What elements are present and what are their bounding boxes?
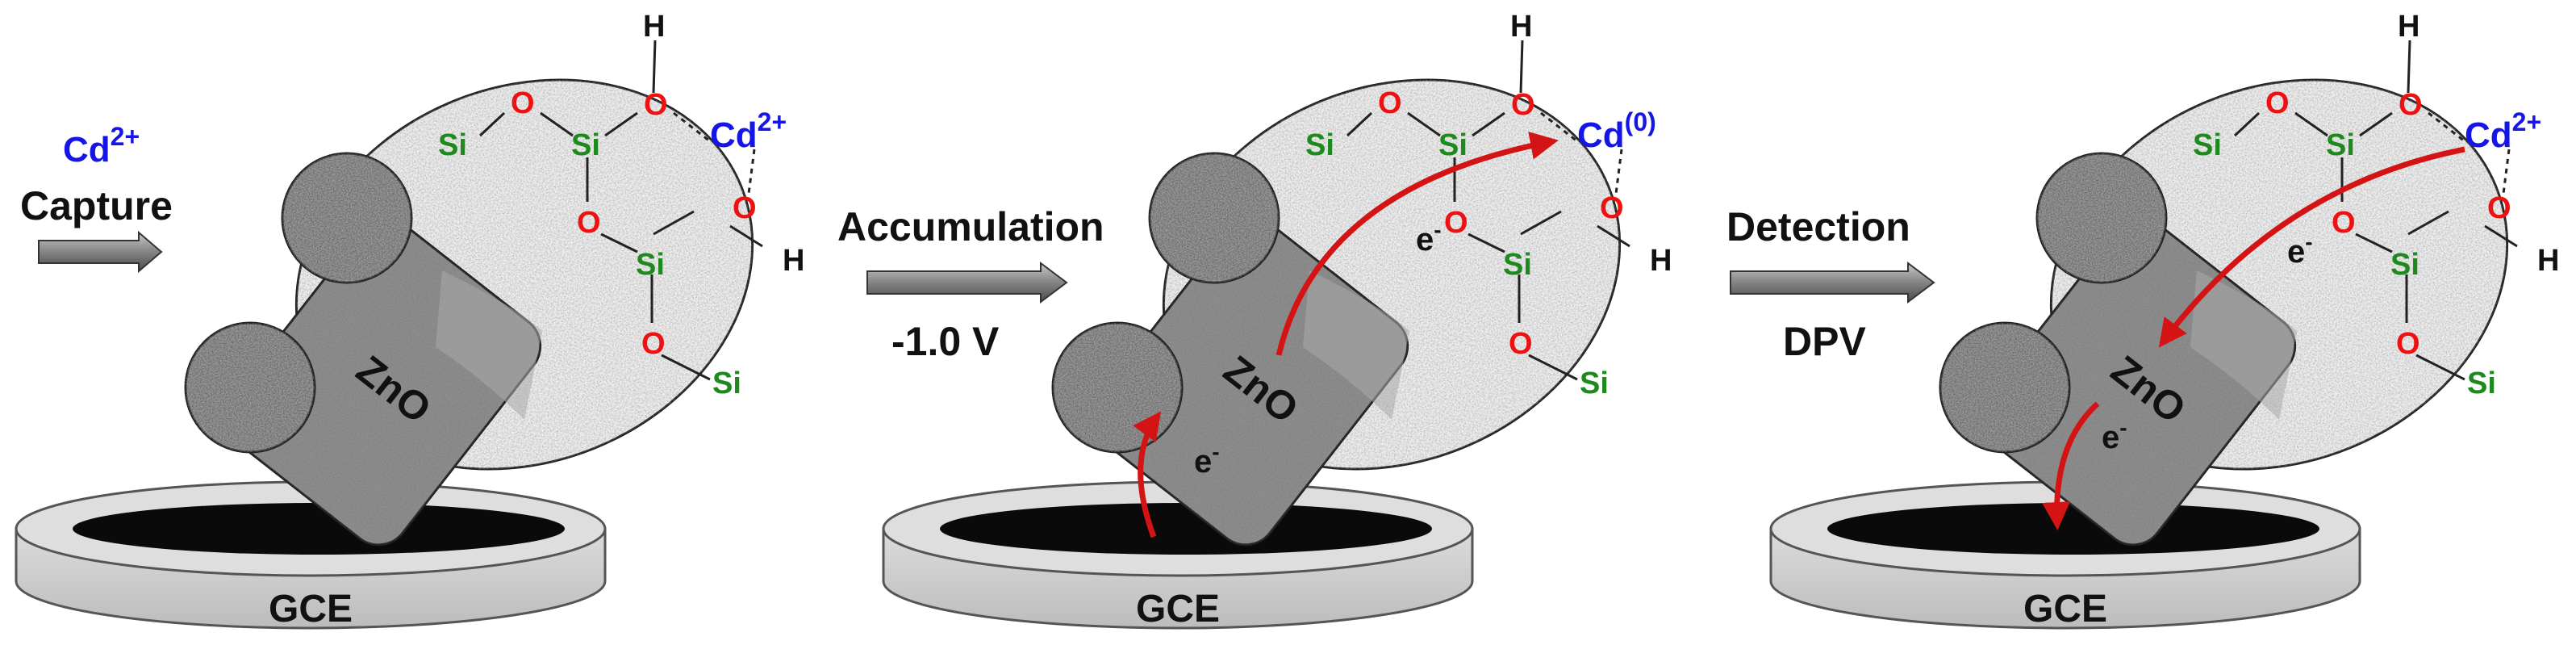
svg-text:Si: Si: [2326, 128, 2355, 162]
svg-text:Si: Si: [1503, 248, 1532, 282]
gce-label: GCE: [2023, 588, 2107, 630]
electron-arrow-from-cd: [2158, 146, 2465, 348]
svg-text:H: H: [2537, 244, 2559, 278]
cd-ion: Cd2+: [2465, 107, 2541, 155]
detection-label: Detection: [1726, 204, 1910, 249]
accumulation-potential: -1.0 V: [891, 319, 1000, 364]
panel-capture: ZnO GCE Si O Si O H O Si O H O Si Cd2+: [16, 10, 812, 630]
svg-text:Si: Si: [636, 248, 665, 282]
svg-text:O: O: [2487, 191, 2511, 225]
svg-text:H: H: [643, 10, 665, 44]
svg-text:O: O: [733, 191, 757, 225]
silanol-structure: Si O Si O H O Si O H O Si Cd2+: [2193, 10, 2559, 400]
svg-text:Si: Si: [2467, 367, 2496, 400]
svg-text:Si: Si: [571, 128, 600, 162]
svg-text:O: O: [644, 88, 668, 122]
svg-text:O: O: [511, 86, 535, 120]
svg-text:Si: Si: [438, 128, 467, 162]
svg-text:O: O: [1600, 191, 1624, 225]
capture-label: Capture: [20, 183, 173, 228]
capture-arrow: [38, 230, 163, 274]
svg-text:Si: Si: [2193, 128, 2222, 162]
electron-label: e-: [2102, 415, 2127, 455]
svg-text:O: O: [1378, 86, 1402, 120]
accumulation-arrow: [866, 262, 1068, 304]
silanol-structure: Si O Si O H O Si O H O Si Cd2+: [438, 10, 804, 400]
svg-text:Si: Si: [1305, 128, 1334, 162]
svg-text:H: H: [1510, 10, 1532, 44]
svg-text:O: O: [1509, 327, 1533, 361]
svg-text:O: O: [1444, 206, 1468, 240]
step-detection-label: Detection DPV: [1726, 204, 1935, 364]
step-accumulation-label: Accumulation -1.0 V: [837, 204, 1104, 364]
svg-text:O: O: [577, 206, 601, 240]
electron-arrow-down: [2042, 401, 2100, 530]
detection-arrow: [1730, 262, 1935, 304]
cd-zero: Cd(0): [1577, 107, 1656, 155]
gce-label: GCE: [269, 588, 353, 630]
silanol-structure: Si O Si O H O Si O H O Si Cd(0): [1305, 10, 1672, 400]
svg-text:O: O: [2399, 88, 2423, 122]
electron-label: e-: [1416, 217, 1442, 258]
detection-method: DPV: [1783, 319, 1866, 364]
svg-text:H: H: [1650, 244, 1672, 278]
svg-text:Si: Si: [1438, 128, 1468, 162]
electron-arrow-to-cd: [1275, 132, 1559, 356]
svg-text:O: O: [641, 327, 666, 361]
svg-text:O: O: [2265, 86, 2290, 120]
capture-cd-symbol: Cd: [63, 130, 111, 170]
step-capture-label: Cd2+ Capture: [20, 122, 173, 274]
svg-text:H: H: [783, 244, 804, 278]
svg-text:Si: Si: [712, 367, 741, 400]
svg-text:O: O: [1511, 88, 1535, 122]
gce-label: GCE: [1136, 588, 1220, 630]
panel-accumulation: ZnO GCE Si O Si O H O Si O H O Si Cd(0) …: [883, 10, 1679, 630]
svg-text:Si: Si: [2390, 248, 2419, 282]
svg-text:O: O: [2332, 206, 2356, 240]
panel-detection: ZnO GCE Si O Si O H O Si O H O Si Cd2+ e…: [1771, 10, 2566, 630]
svg-text:Cd2+: Cd2+: [63, 122, 140, 170]
accumulation-label: Accumulation: [837, 204, 1104, 249]
svg-text:O: O: [2396, 327, 2420, 361]
svg-text:Si: Si: [1580, 367, 1609, 400]
svg-text:H: H: [2398, 10, 2419, 44]
capture-cd-charge: 2+: [111, 122, 140, 151]
cd-ion: Cd2+: [710, 107, 787, 155]
electron-label: e-: [1194, 439, 1220, 480]
electron-arrow-up: [1133, 411, 1162, 538]
electron-label: e-: [2287, 229, 2313, 270]
